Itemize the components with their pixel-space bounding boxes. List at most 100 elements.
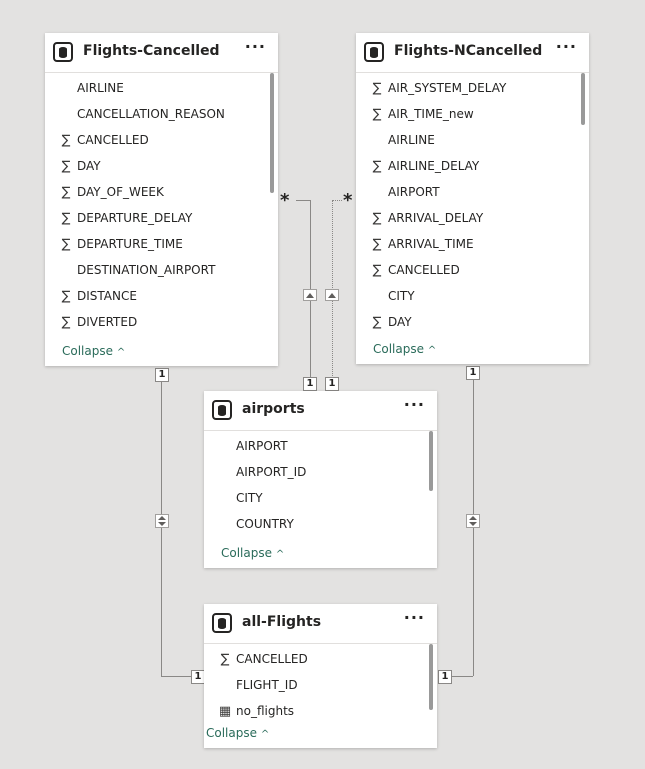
scrollbar-thumb[interactable] bbox=[581, 73, 585, 125]
scrollbar-thumb[interactable] bbox=[429, 644, 433, 710]
field-label: ARRIVAL_DELAY bbox=[388, 211, 484, 225]
scrollbar-thumb[interactable] bbox=[270, 73, 274, 193]
sigma-icon: ∑ bbox=[372, 262, 382, 278]
rel-line-ncancelled-airports-h[interactable] bbox=[332, 200, 346, 201]
field-row[interactable]: FLIGHT_ID bbox=[204, 672, 437, 698]
field-label: FLIGHT_ID bbox=[236, 678, 298, 692]
field-row[interactable]: AIRPORT_ID bbox=[204, 459, 437, 485]
table-icon bbox=[53, 42, 73, 62]
sigma-icon: ∑ bbox=[61, 132, 71, 148]
field-row[interactable]: ∑DISTANCE bbox=[45, 283, 278, 309]
field-label: CANCELLATION_REASON bbox=[77, 107, 225, 121]
sigma-icon: ∑ bbox=[372, 210, 382, 226]
field-row[interactable]: ▦ no_flights bbox=[204, 698, 437, 724]
more-options-button[interactable]: ··· bbox=[403, 395, 425, 414]
sigma-icon: ∑ bbox=[61, 158, 71, 174]
scrollbar-thumb[interactable] bbox=[429, 431, 433, 491]
field-list[interactable]: AIRPORT AIRPORT_ID CITY COUNTRY bbox=[204, 431, 437, 537]
table-header[interactable]: all-Flights ··· bbox=[204, 604, 437, 644]
field-row[interactable]: ∑DEPARTURE_DELAY bbox=[45, 205, 278, 231]
table-card-airports[interactable]: airports ··· AIRPORT AIRPORT_ID CITY COUNTR… bbox=[204, 391, 437, 568]
field-label: DEPARTURE_TIME bbox=[77, 237, 183, 251]
field-label: no_flights bbox=[236, 704, 295, 718]
field-list[interactable]: ∑CANCELLED FLIGHT_ID ▦ no_flights bbox=[204, 644, 437, 724]
cardinality-many: * bbox=[342, 190, 354, 211]
field-row[interactable]: ∑AIRLINE_DELAY bbox=[356, 153, 589, 179]
field-row[interactable]: ∑ CANCELLED bbox=[45, 127, 278, 153]
field-label: CITY bbox=[388, 289, 415, 303]
field-label: AIRLINE bbox=[388, 133, 435, 147]
collapse-button[interactable]: Collapse ^ bbox=[62, 344, 126, 358]
field-label: DIVERTED bbox=[77, 315, 138, 329]
table-icon bbox=[212, 613, 232, 633]
field-label: AIRLINE bbox=[77, 81, 124, 95]
collapse-button[interactable]: Collapse ^ bbox=[373, 342, 437, 356]
field-label: DAY bbox=[388, 315, 412, 329]
table-title: Flights-NCancelled bbox=[394, 43, 543, 59]
chevron-up-icon: ^ bbox=[427, 345, 437, 356]
cross-filter-arrow-up-icon[interactable] bbox=[303, 289, 317, 301]
table-icon bbox=[364, 42, 384, 62]
rel-line-cancelled-airports-h[interactable] bbox=[296, 200, 310, 201]
field-row[interactable]: ∑CANCELLED bbox=[204, 646, 437, 672]
collapse-button[interactable]: Collapse ^ bbox=[206, 726, 270, 740]
calculator-icon: ▦ bbox=[218, 703, 232, 719]
field-row[interactable]: AIRPORT bbox=[204, 433, 437, 459]
cross-filter-arrow-up-icon[interactable] bbox=[325, 289, 339, 301]
field-row[interactable]: ∑ ARRIVAL_TIME bbox=[356, 231, 589, 257]
field-row[interactable]: ∑DAY bbox=[45, 153, 278, 179]
field-label: COUNTRY bbox=[236, 517, 294, 531]
field-row[interactable]: CITY bbox=[204, 485, 437, 511]
field-row[interactable]: ∑ ARRIVAL_DELAY bbox=[356, 205, 589, 231]
field-label: ARRIVAL_TIME bbox=[388, 237, 474, 251]
field-label: AIRPORT bbox=[236, 439, 288, 453]
table-card-flights-ncancelled[interactable]: Flights-NCancelled ··· ∑AIR_SYSTEM_DELAY… bbox=[356, 33, 589, 364]
field-row[interactable]: ∑DIVERTED bbox=[45, 309, 278, 335]
field-label: CANCELLED bbox=[77, 133, 149, 147]
field-row[interactable]: CITY bbox=[356, 283, 589, 309]
sigma-icon: ∑ bbox=[372, 106, 382, 122]
cardinality-one: 1 bbox=[325, 377, 339, 391]
field-row[interactable]: ∑DAY_OF_WEEK bbox=[45, 179, 278, 205]
field-row[interactable]: CANCELLATION_REASON bbox=[45, 101, 278, 127]
sigma-icon: ∑ bbox=[372, 236, 382, 252]
cross-filter-both-icon[interactable] bbox=[155, 514, 169, 528]
field-list[interactable]: AIRLINE CANCELLATION_REASON ∑ CANCELLED ∑DAY… bbox=[45, 73, 278, 335]
cardinality-many: * bbox=[279, 190, 291, 211]
table-card-all-flights[interactable]: all-Flights ··· ∑CANCELLED FLIGHT_ID ▦ no_f… bbox=[204, 604, 437, 748]
table-card-flights-cancelled[interactable]: Flights-Cancelled ··· AIRLINE CANCELLATIO… bbox=[45, 33, 278, 366]
field-row[interactable]: ∑DEPARTURE_TIME bbox=[45, 231, 278, 257]
field-label: AIRPORT bbox=[388, 185, 440, 199]
field-row[interactable]: ∑CANCELLED bbox=[356, 257, 589, 283]
field-row[interactable]: ∑ DAY bbox=[356, 309, 589, 335]
chevron-up-icon: ^ bbox=[116, 347, 126, 358]
field-row[interactable]: AIRLINE bbox=[356, 127, 589, 153]
field-label: AIRPORT_ID bbox=[236, 465, 307, 479]
field-row[interactable]: COUNTRY bbox=[204, 511, 437, 537]
rel-line-ncancelled-allflights-h[interactable] bbox=[451, 676, 473, 677]
table-title: all-Flights bbox=[242, 614, 322, 630]
more-options-button[interactable]: ··· bbox=[555, 37, 577, 56]
more-options-button[interactable]: ··· bbox=[403, 608, 425, 627]
field-row[interactable]: ∑ AIR_TIME_new bbox=[356, 101, 589, 127]
table-header[interactable]: airports ··· bbox=[204, 391, 437, 431]
more-options-button[interactable]: ··· bbox=[244, 37, 266, 56]
cross-filter-both-icon[interactable] bbox=[466, 514, 480, 528]
chevron-up-icon: ^ bbox=[275, 549, 285, 560]
cardinality-one: 1 bbox=[438, 670, 452, 684]
table-header[interactable]: Flights-Cancelled ··· bbox=[45, 33, 278, 73]
field-row[interactable]: DESTINATION_AIRPORT bbox=[45, 257, 278, 283]
field-label: DESTINATION_AIRPORT bbox=[77, 263, 216, 277]
cardinality-one: 1 bbox=[191, 670, 205, 684]
rel-line-cancelled-allflights-h[interactable] bbox=[161, 676, 191, 677]
collapse-button[interactable]: Collapse ^ bbox=[221, 546, 285, 560]
sigma-icon: ∑ bbox=[372, 314, 382, 330]
sigma-icon: ∑ bbox=[61, 210, 71, 226]
sigma-icon: ∑ bbox=[61, 288, 71, 304]
field-label: AIR_TIME_new bbox=[388, 107, 474, 121]
field-row[interactable]: AIRPORT bbox=[356, 179, 589, 205]
field-row[interactable]: AIRLINE bbox=[45, 75, 278, 101]
table-header[interactable]: Flights-NCancelled ··· bbox=[356, 33, 589, 73]
field-row[interactable]: ∑AIR_SYSTEM_DELAY bbox=[356, 75, 589, 101]
